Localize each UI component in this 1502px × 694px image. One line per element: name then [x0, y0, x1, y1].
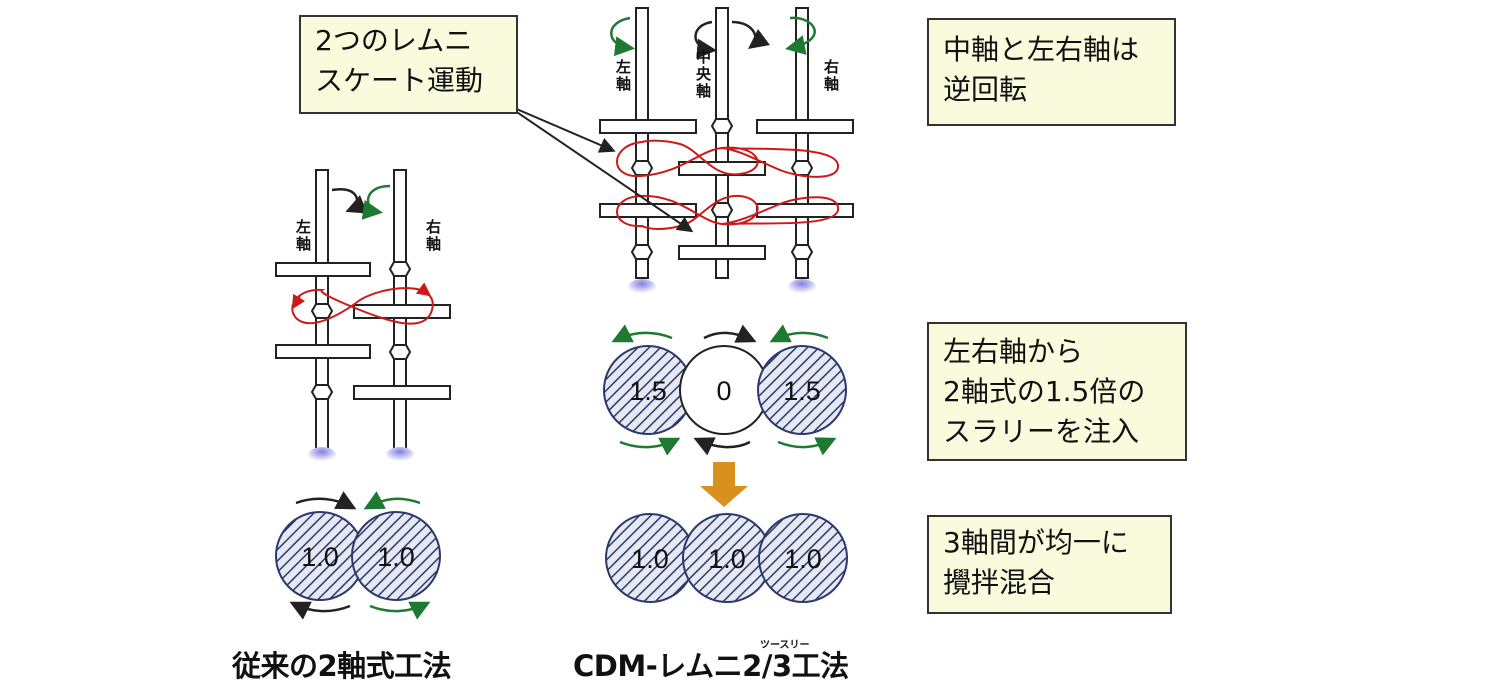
- cdm-circles-before: [603, 324, 847, 456]
- rotation-arrow: [703, 324, 757, 343]
- note-lemniscate-motion: 2つのレムニ スケート運動: [299, 15, 518, 114]
- blade: [756, 119, 854, 134]
- shaft-joint: [310, 384, 334, 400]
- circle-value: 1.0: [784, 544, 822, 574]
- shaft-label-center: 中央軸: [696, 48, 712, 100]
- shaft-joint: [630, 244, 654, 260]
- rotation-arrow: [289, 601, 351, 620]
- right-shaft: [795, 7, 809, 279]
- caption-cdm-method: CDM-レムニ2/3工法: [573, 649, 849, 683]
- flow-down-arrow: [700, 462, 748, 507]
- circle-value: 1.5: [629, 376, 667, 406]
- shaft-label-left: 左軸: [295, 218, 311, 253]
- rotation-arrow-center: [694, 20, 717, 59]
- blade: [678, 245, 766, 260]
- conventional-circles: [275, 491, 441, 620]
- shaft-joint: [790, 160, 814, 176]
- blade: [599, 203, 697, 218]
- rotation-arrow: [295, 491, 357, 510]
- shaft-joint: [388, 344, 412, 360]
- rotation-arrow: [369, 601, 431, 620]
- note-reverse-rotation: 中軸と左右軸は 逆回転: [927, 18, 1176, 126]
- mixing-circle: [758, 513, 848, 603]
- mixing-circle-right: [757, 345, 847, 435]
- nozzle: [628, 279, 656, 295]
- rotation-arrow-center-right: [731, 20, 770, 50]
- shaft-label-right: 右軸: [426, 218, 441, 253]
- blade: [678, 161, 766, 176]
- circle-value: 1.0: [631, 544, 669, 574]
- nozzle: [788, 279, 816, 295]
- circle-value: 1.5: [783, 376, 821, 406]
- cdm-machine: [504, 7, 854, 295]
- rotation-arrow: [693, 437, 751, 456]
- mixing-circle: [351, 511, 441, 601]
- rotation-arrow-right: [361, 184, 391, 220]
- shaft-joint: [710, 118, 734, 134]
- rotation-arrow-right: [785, 16, 816, 55]
- rotation-arrow-left: [610, 16, 635, 57]
- circle-value: 0: [716, 376, 731, 406]
- rotation-arrow: [619, 437, 681, 456]
- lemniscate-orbit-upper: [616, 139, 839, 178]
- circle-value: 1.0: [377, 542, 415, 572]
- rotation-arrow: [769, 324, 829, 343]
- circle-value: 1.0: [708, 544, 746, 574]
- blade: [275, 344, 371, 359]
- shaft-label-right: 右軸: [824, 58, 839, 93]
- shaft-joint: [710, 202, 734, 218]
- caption-conventional-method: 従来の2軸式工法: [232, 649, 452, 683]
- blade: [275, 262, 371, 277]
- shaft-joint: [790, 244, 814, 260]
- rotation-arrow: [611, 324, 673, 343]
- pointer-line: [504, 103, 694, 233]
- lemniscate-orbit: [291, 287, 434, 325]
- rotation-arrow-left: [331, 187, 368, 214]
- center-shaft: [715, 7, 729, 279]
- circle-value: 1.0: [301, 542, 339, 572]
- shaft-joint: [388, 261, 412, 277]
- nozzle: [386, 447, 414, 463]
- rotation-arrow: [363, 491, 421, 510]
- shaft-label-left: 左軸: [615, 58, 631, 93]
- rotation-arrow: [777, 437, 837, 456]
- nozzle: [308, 447, 336, 463]
- blade: [353, 304, 451, 319]
- blade: [353, 385, 451, 400]
- conventional-machine: [275, 169, 451, 463]
- cdm-circles-after: [605, 513, 848, 603]
- pointer-line: [504, 103, 616, 153]
- blade: [599, 119, 697, 134]
- shaft-joint: [310, 303, 334, 319]
- shaft-joint: [630, 160, 654, 176]
- note-uniform-mixing: 3軸間が均一に 攪拌混合: [927, 515, 1172, 614]
- caption-ruby: ツースリー: [760, 640, 810, 651]
- note-slurry-injection: 左右軸から 2軸式の1.5倍の スラリーを注入: [927, 322, 1187, 461]
